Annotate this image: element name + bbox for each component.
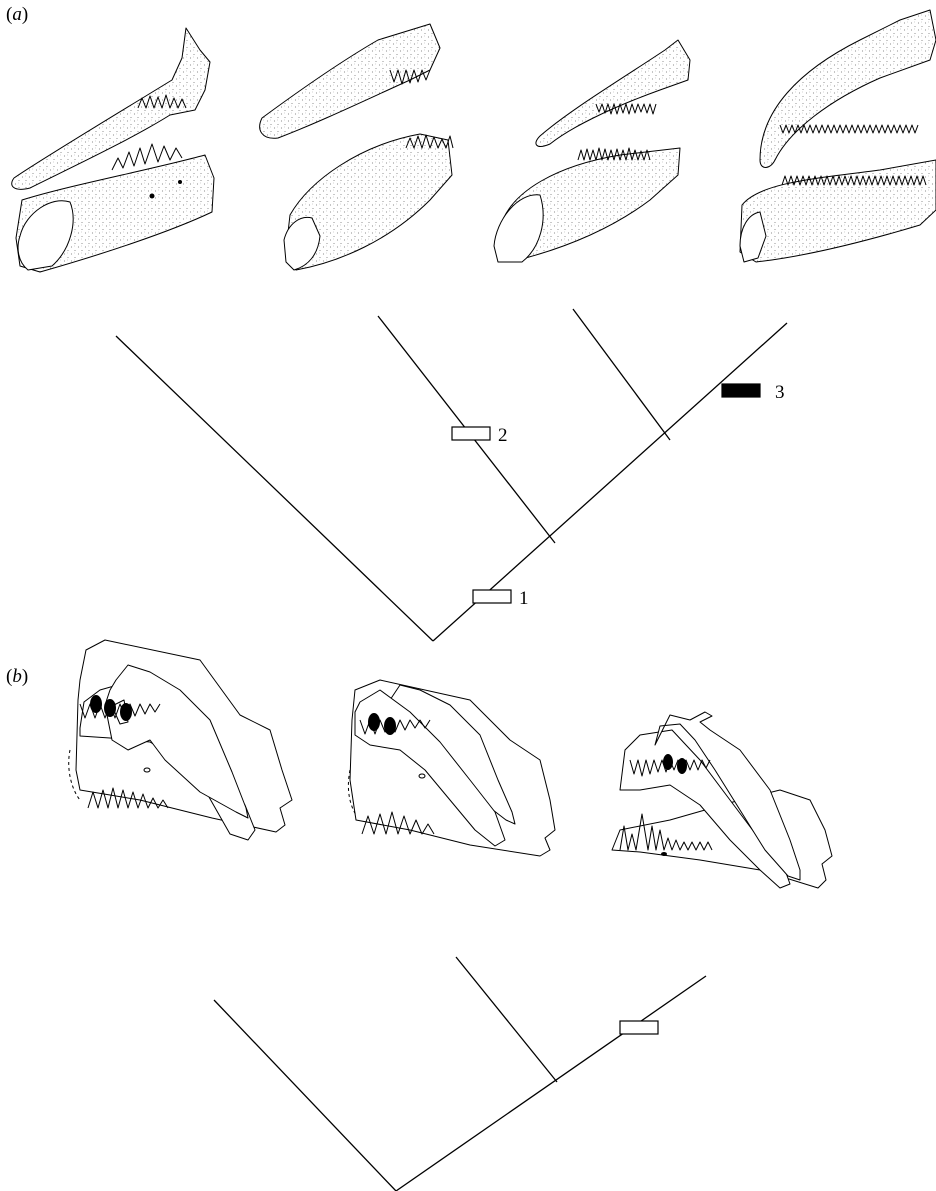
cladogram-b xyxy=(214,957,706,1191)
character-marker-2 xyxy=(452,427,490,440)
character-markers-b xyxy=(620,1021,658,1034)
branch-b-taxon2 xyxy=(456,957,557,1082)
cladogram-a xyxy=(116,309,787,641)
branch-a-taxon3 xyxy=(573,309,670,440)
character-marker-1 xyxy=(473,590,511,603)
character-markers-a: 1 2 3 xyxy=(452,382,785,609)
jaw-specimen-a4 xyxy=(740,10,936,262)
character-marker-b xyxy=(620,1021,658,1034)
character-marker-3 xyxy=(722,384,760,397)
lower-jaw xyxy=(740,160,936,262)
jaw-specimen-a2 xyxy=(260,24,453,270)
character-label-2: 2 xyxy=(498,425,508,446)
upper-jaw xyxy=(260,24,440,138)
character-label-3: 3 xyxy=(775,382,785,403)
jaw-specimen-b3 xyxy=(612,712,832,888)
panel-b-illustrations xyxy=(69,640,832,888)
branch-b-taxon1 xyxy=(214,1000,396,1191)
branch-a-taxon1 xyxy=(116,336,433,641)
jaw-specimen-b2 xyxy=(348,680,555,856)
jaw-specimen-b1 xyxy=(69,640,292,840)
upper-jaw xyxy=(536,40,690,146)
jaw-specimen-a1 xyxy=(12,28,214,272)
jaw-specimen-a3 xyxy=(494,40,690,262)
branch-b-main xyxy=(396,976,706,1191)
upper-jaw xyxy=(760,10,936,168)
character-label-1: 1 xyxy=(519,588,529,609)
panel-a-illustrations xyxy=(12,10,936,272)
